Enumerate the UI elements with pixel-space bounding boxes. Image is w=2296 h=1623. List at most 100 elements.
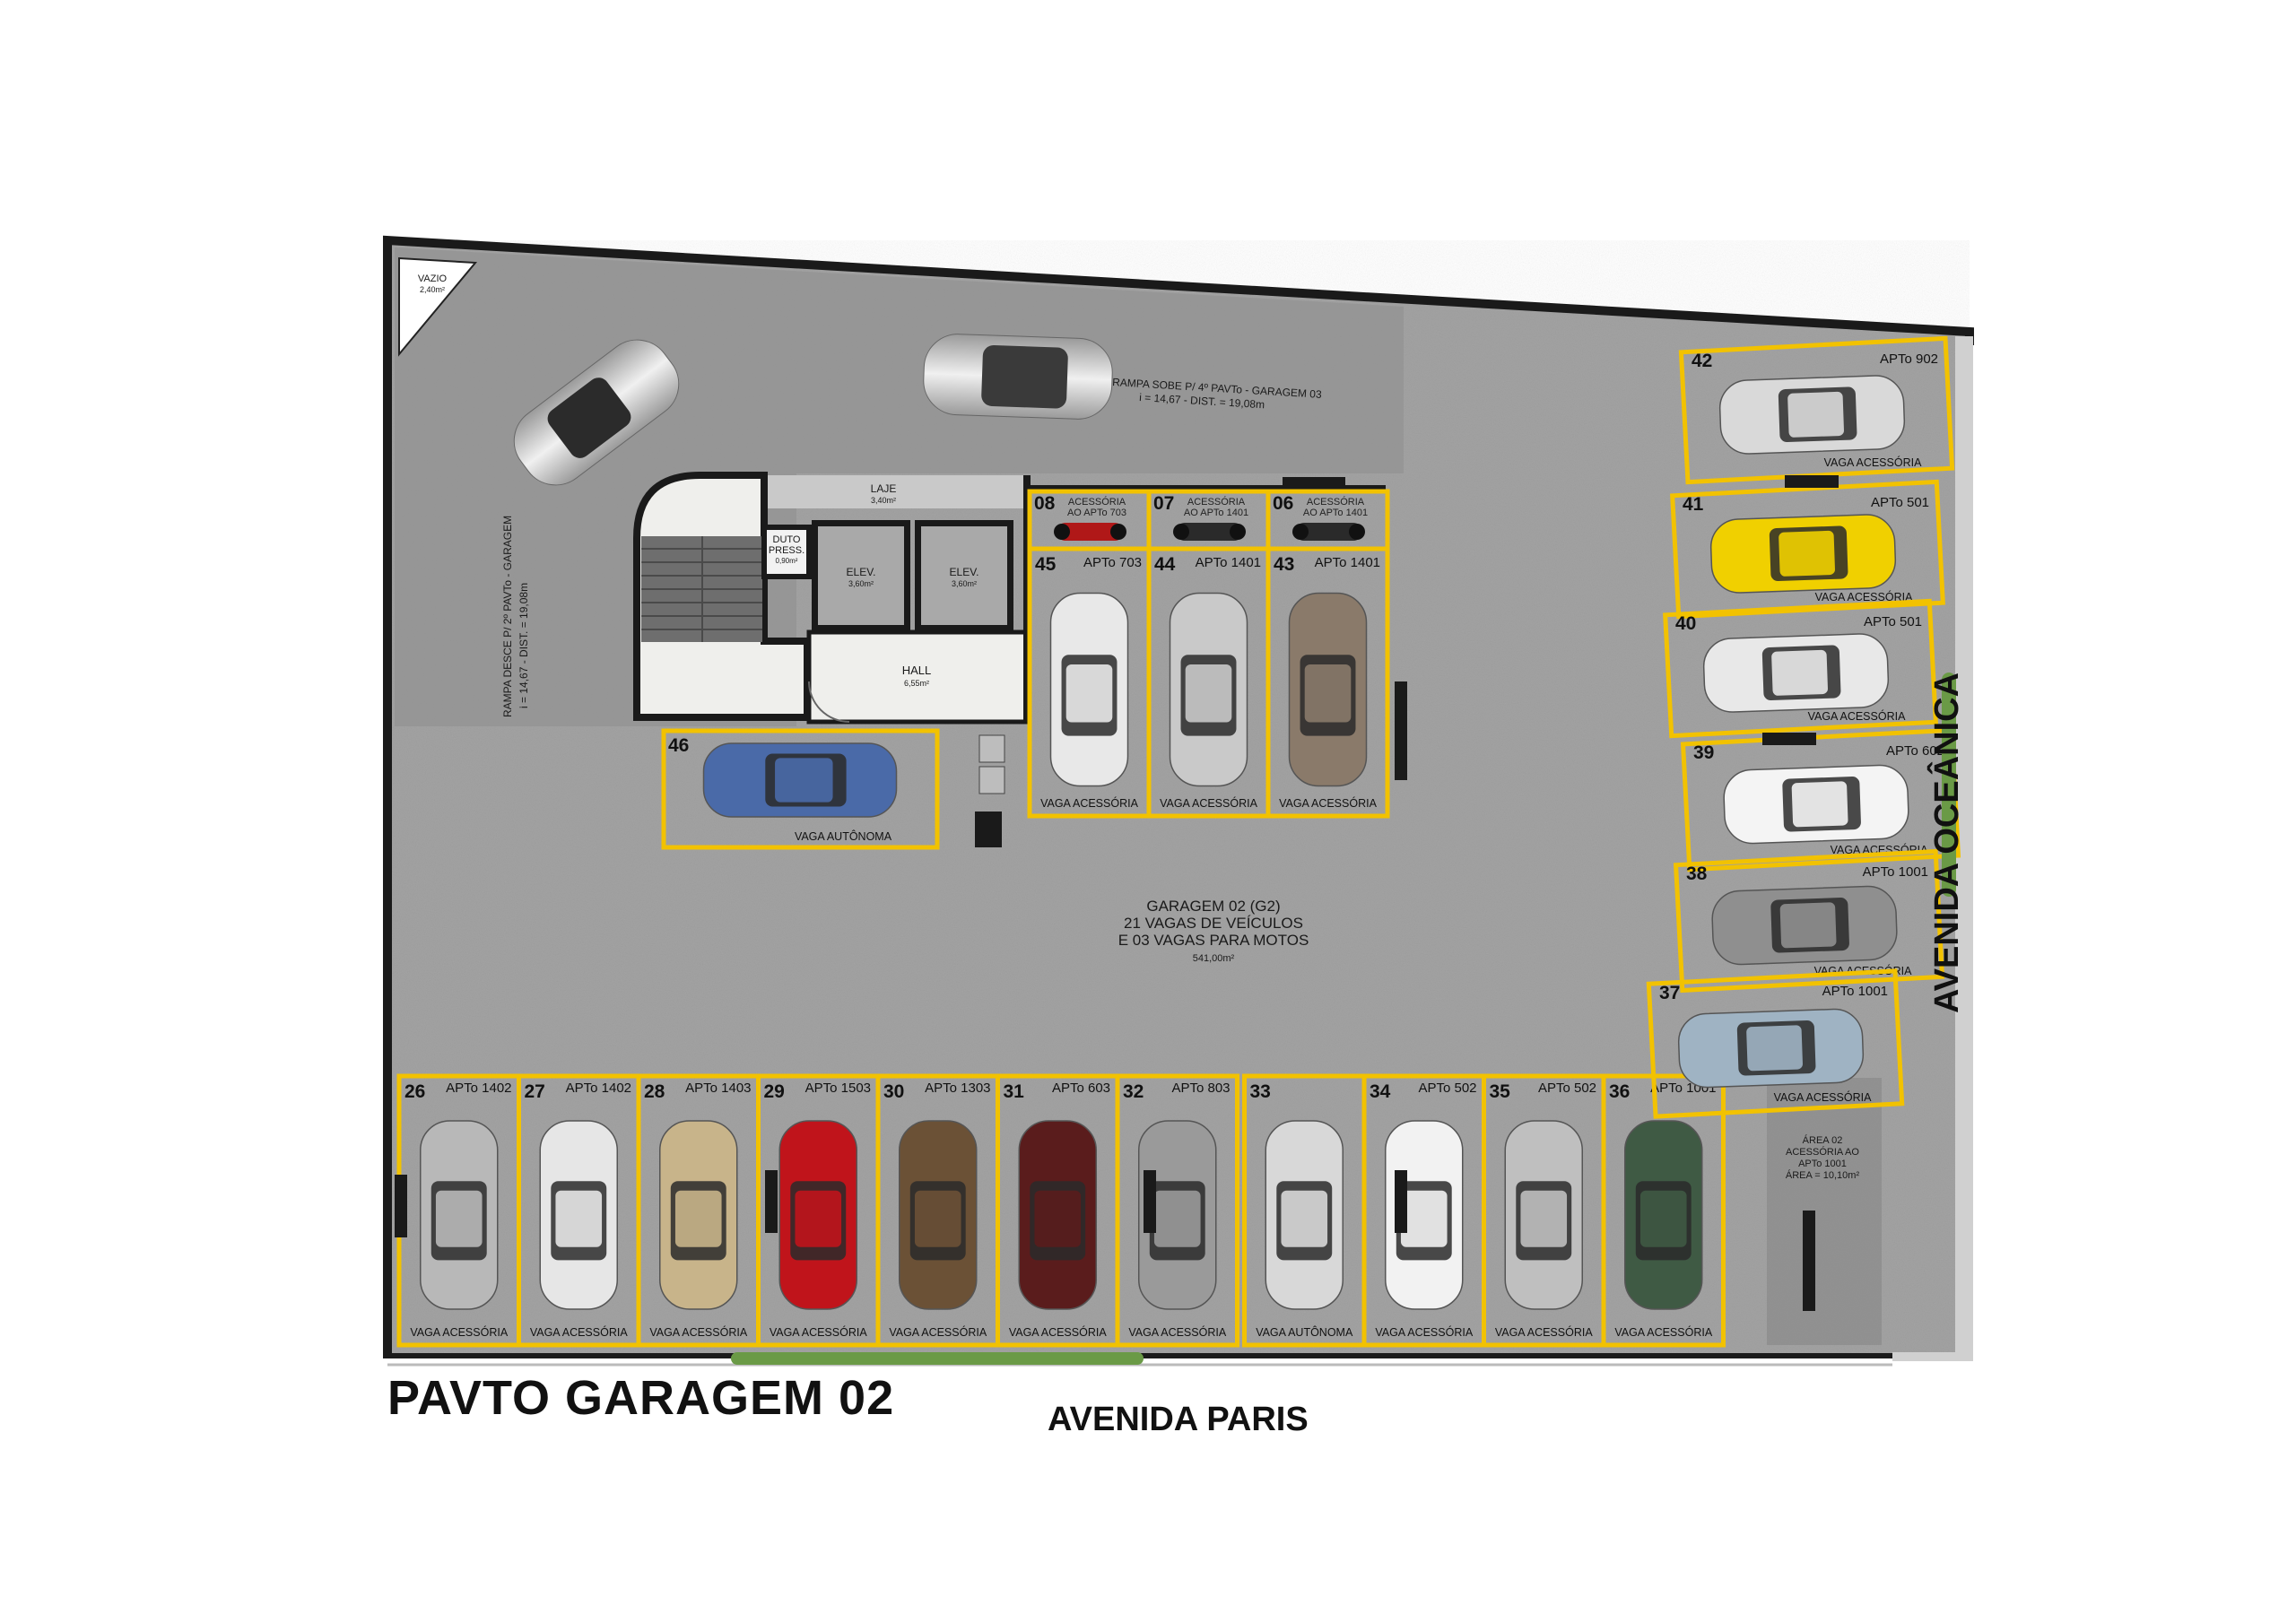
spot-type: VAGA ACESSÓRIA (1375, 1325, 1474, 1339)
pillar (1785, 475, 1839, 488)
spot-apartment: APTo 1402 (446, 1081, 511, 1096)
ramp-down-label: RAMPA DESCE P/ 2º PAVTo - GARAGEM (501, 516, 514, 717)
spot-number: 36 (1609, 1081, 1630, 1102)
laje-label: LAJE (871, 482, 897, 495)
car-icon (1169, 592, 1248, 787)
spot-type: VAGA ACESSÓRIA (1128, 1325, 1227, 1339)
area02-line-3: APTo 1001 (1798, 1159, 1847, 1169)
hall-label: HALL (902, 664, 932, 677)
spot-number: 43 (1274, 554, 1294, 575)
spot-number: 29 (764, 1081, 785, 1102)
spot-type: VAGA ACESSÓRIA (410, 1325, 509, 1339)
spot-type: VAGA ACESSÓRIA (1808, 709, 1907, 723)
elevator-1-label: ELEV. (847, 566, 876, 578)
spot-number: 44 (1154, 554, 1176, 575)
ramp-car-1 (923, 334, 1113, 420)
spot-apartment: APTo 703 (1083, 555, 1142, 570)
area02-line-2: ACESSÓRIA AO (1786, 1146, 1859, 1158)
spot-number: 26 (404, 1081, 425, 1102)
car-icon (1677, 1008, 1865, 1089)
spot-type: VAGA ACESSÓRIA (530, 1325, 629, 1339)
car-icon (659, 1120, 738, 1310)
spot-type: VAGA AUTÔNOMA (1256, 1325, 1353, 1339)
spot-type: VAGA ACESSÓRIA (1160, 796, 1258, 810)
area-02: ÁREA 02 ACESSÓRIA AO APTo 1001 ÁREA = 10… (1767, 1078, 1882, 1345)
car-icon (1385, 1120, 1464, 1310)
motorcycle-icon (1173, 523, 1246, 541)
car-icon (1504, 1120, 1583, 1310)
moto-spot-line2: AO APTo 1401 (1303, 508, 1368, 518)
spot-number: 32 (1123, 1081, 1144, 1102)
spot-type: VAGA ACESSÓRIA (1774, 1090, 1873, 1104)
car-icon (539, 1120, 618, 1310)
spot-number: 28 (644, 1081, 665, 1102)
moto-spot-line1: ACESSÓRIA (1307, 496, 1365, 508)
car-icon (1018, 1120, 1097, 1310)
spot-apartment: APTo 1001 (1822, 984, 1888, 999)
spot-number: 41 (1683, 494, 1704, 515)
spot-type: VAGA ACESSÓRIA (1279, 796, 1378, 810)
spot-apartment: APTo 1403 (685, 1081, 751, 1096)
duto-area-label: 0,90m² (776, 557, 798, 565)
stair-treads (641, 536, 762, 642)
spot-type: VAGA ACESSÓRIA (1040, 796, 1139, 810)
spot-type: VAGA ACESSÓRIA (889, 1325, 987, 1339)
spot-type: VAGA AUTÔNOMA (795, 829, 892, 843)
spot-apartment: APTo 1303 (925, 1081, 990, 1096)
vazio-label: VAZIO (418, 273, 448, 284)
spot-number: 27 (525, 1081, 545, 1102)
spot-number: 37 (1659, 983, 1680, 1003)
car-icon (1718, 375, 1906, 455)
garage-summary: GARAGEM 02 (G2) 21 VAGAS DE VEÍCULOS E 0… (1118, 898, 1309, 964)
pillar (1395, 681, 1407, 780)
pillar (395, 1175, 407, 1237)
car-icon (778, 1120, 857, 1310)
ramp-down: RAMPA DESCE P/ 2º PAVTo - GARAGEM i = 14… (501, 516, 530, 717)
moto-spot-number: 07 (1153, 493, 1174, 514)
duto-label-2: PRESS. (769, 545, 804, 556)
moto-spot-number: 06 (1273, 493, 1293, 514)
hall-area-label: 6,55m² (904, 679, 929, 688)
spot-number: 30 (883, 1081, 904, 1102)
spot-type: VAGA ACESSÓRIA (649, 1325, 748, 1339)
car-icon (1709, 514, 1897, 594)
spot-number: 33 (1250, 1081, 1271, 1102)
spot-number: 40 (1675, 613, 1696, 634)
spot-number: 31 (1004, 1081, 1025, 1102)
spot-apartment: APTo 1001 (1863, 864, 1928, 880)
car-icon (1702, 633, 1890, 713)
spot-apartment: APTo 1402 (566, 1081, 631, 1096)
spot-type: VAGA ACESSÓRIA (1495, 1325, 1594, 1339)
ramp-car-2 (513, 339, 680, 486)
hedge-right (1942, 673, 1956, 897)
car-icon (1138, 1120, 1217, 1310)
moto-spot-line1: ACESSÓRIA (1068, 496, 1126, 508)
car-icon (1288, 592, 1368, 787)
car-icon (1624, 1120, 1703, 1310)
garage-area: 541,00m² (1193, 953, 1235, 964)
pillar (1395, 1170, 1407, 1233)
area02-line-4: ÁREA = 10,10m² (1786, 1169, 1860, 1181)
spot-number: 45 (1035, 554, 1057, 575)
laje-area-label: 3,40m² (871, 496, 896, 505)
spot-apartment: APTo 1401 (1196, 555, 1261, 570)
car-icon (1723, 764, 1909, 845)
building-core: LAJE 3,40m² DUTO PRESS. 0,90m² ELEV. 3,6… (633, 472, 1386, 847)
spot-number: 35 (1490, 1081, 1511, 1102)
car-icon (1711, 885, 1898, 966)
spot-type: VAGA ACESSÓRIA (1009, 1325, 1108, 1339)
duto-label: DUTO (773, 534, 801, 545)
car-icon (899, 1120, 978, 1310)
car-icon (1265, 1120, 1344, 1310)
